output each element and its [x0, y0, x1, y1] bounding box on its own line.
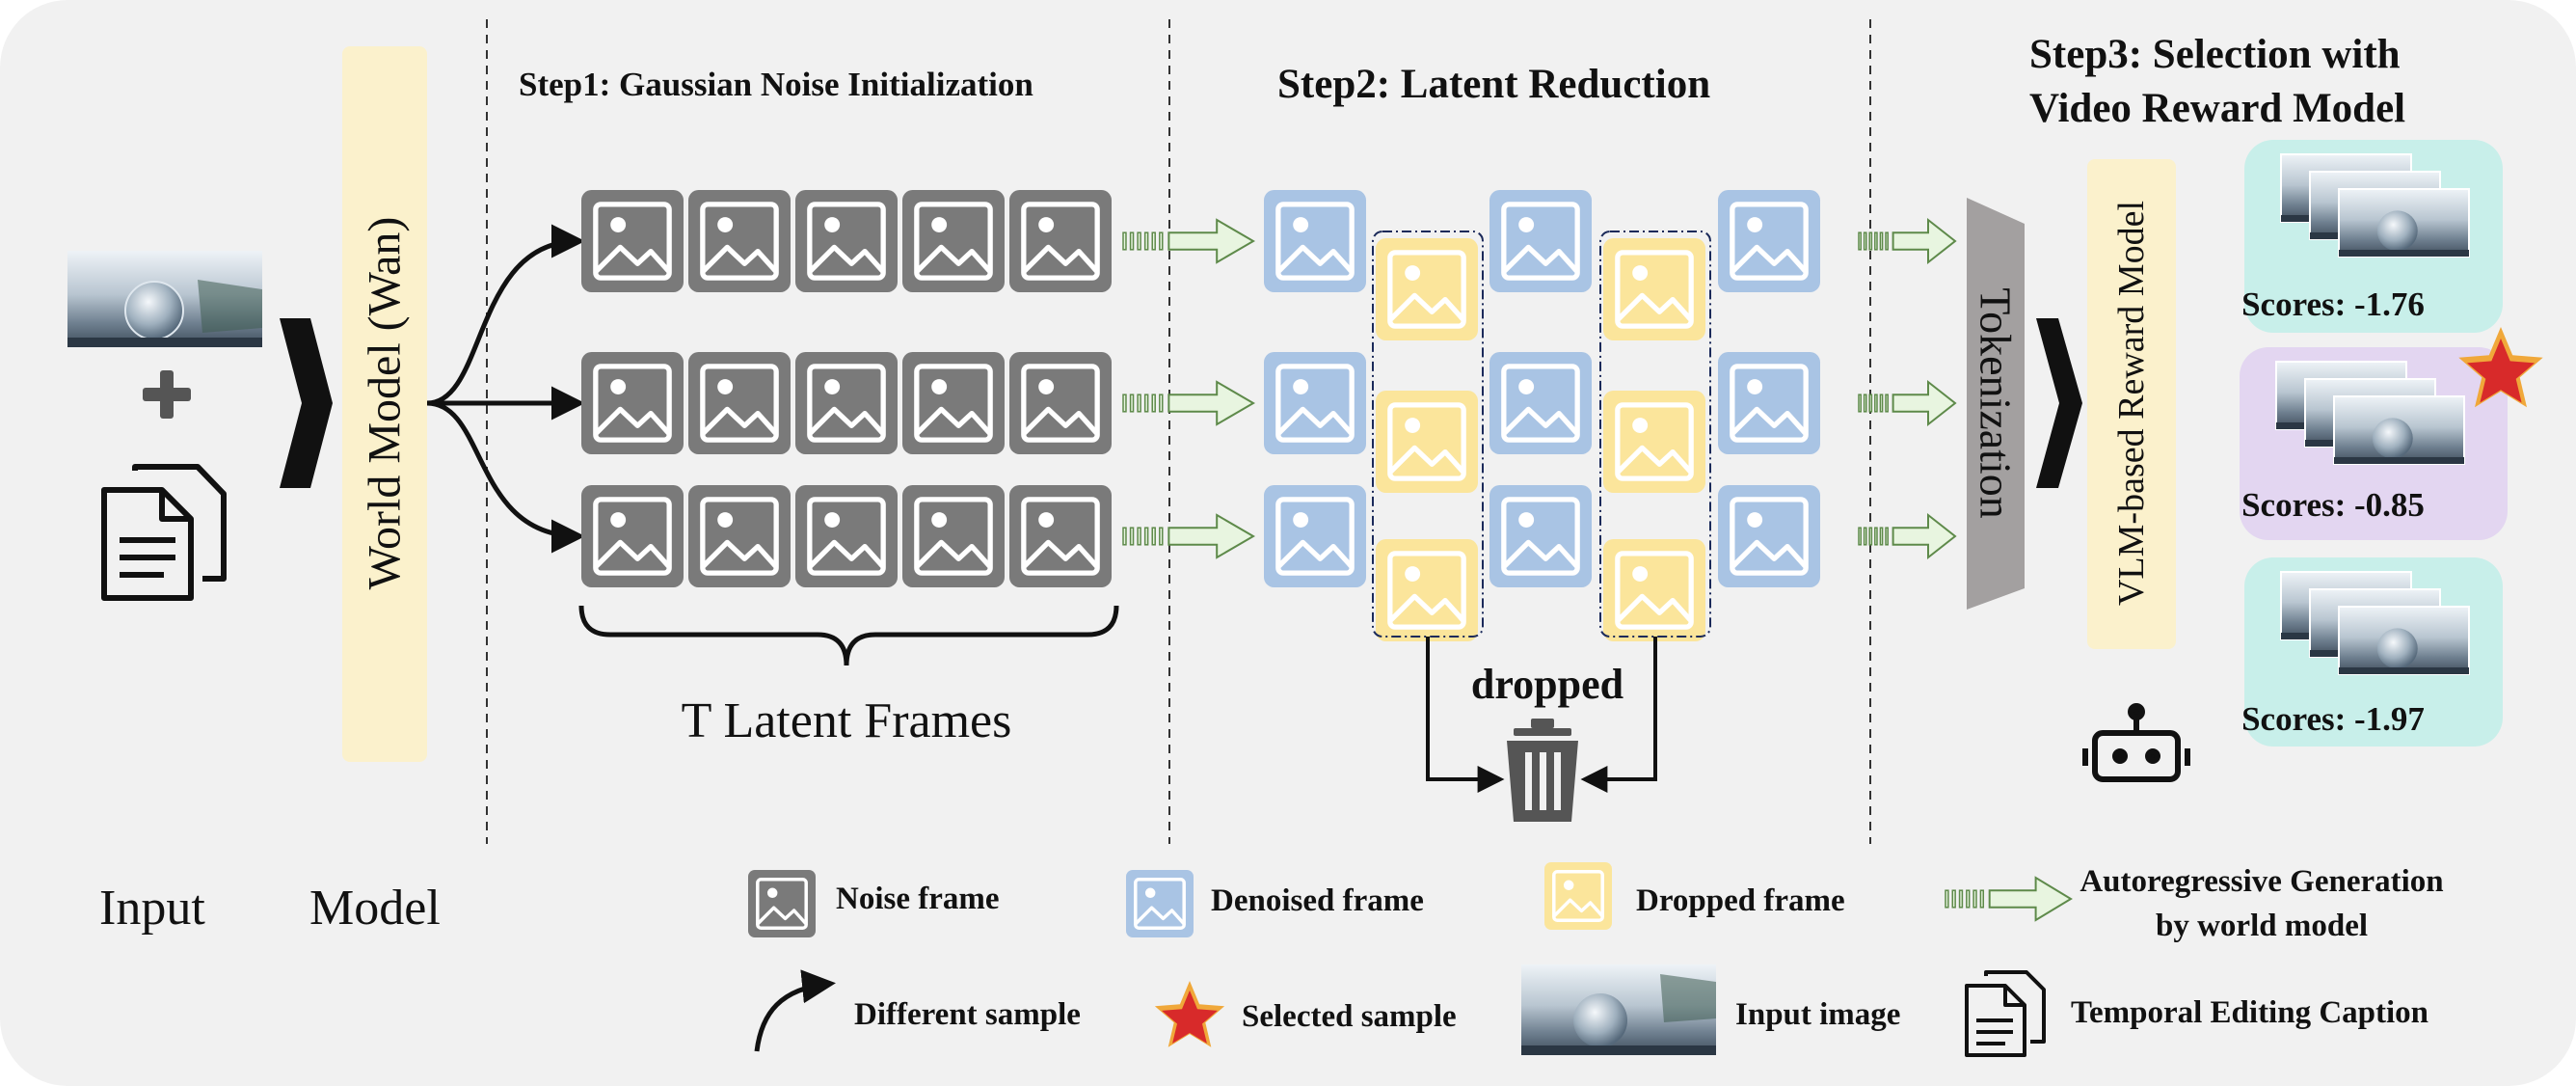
denoised-frame — [1489, 190, 1592, 292]
denoised-frame — [1718, 485, 1820, 587]
noise-frame — [581, 190, 684, 292]
autoregressive-arrow-icon — [1122, 380, 1255, 426]
reward-model-bar — [2087, 159, 2176, 649]
noise-frame — [688, 190, 791, 292]
model-column-label: Model — [309, 881, 441, 936]
dropped-frame — [1603, 539, 1705, 641]
legend-caption-label: Temporal Editing Caption — [2071, 995, 2429, 1030]
sample-card — [2240, 347, 2508, 540]
dropped-frame — [1376, 539, 1478, 641]
dropped-frame — [1376, 391, 1478, 493]
document-stack-icon — [1965, 970, 2046, 1057]
denoised-frame — [1264, 190, 1366, 292]
autoregressive-arrow-icon — [1945, 876, 2073, 922]
noise-frame — [688, 352, 791, 454]
legend-different-sample-label: Different sample — [854, 997, 1081, 1032]
legend-noise-frame-label: Noise frame — [836, 882, 1000, 916]
tokenization-label: Tokenization — [1971, 287, 2021, 519]
dropped-to-trash-arrows — [1426, 637, 1657, 793]
denoised-frame — [1718, 190, 1820, 292]
legend-noise-frame-icon — [748, 870, 816, 937]
noise-frame — [581, 485, 684, 587]
sample-score: Scores: -0.85 — [2241, 486, 2425, 524]
star-icon — [1154, 981, 1225, 1047]
step2-heading: Step2: Latent Reduction — [1277, 62, 1711, 107]
latent-frames-brace — [578, 605, 1119, 666]
dashed-separators — [486, 19, 1871, 844]
dropped-frame — [1603, 238, 1705, 340]
step1-heading: Step1: Gaussian Noise Initialization — [519, 66, 1033, 103]
document-stack-icon — [101, 464, 227, 601]
autoregressive-arrow-icon — [1858, 512, 1957, 560]
noise-frame — [1009, 190, 1112, 292]
denoised-frame — [1489, 352, 1592, 454]
legend-dropped-frame-icon — [1544, 862, 1612, 930]
noise-frame — [1009, 352, 1112, 454]
branch-arrows — [426, 224, 585, 554]
dropped-frame — [1603, 391, 1705, 493]
step3-heading-line2: Video Reward Model — [2029, 86, 2406, 131]
autoregressive-arrow-icon — [1858, 379, 1957, 427]
trash-icon — [1507, 719, 1578, 822]
tokenization-block — [1967, 198, 2025, 610]
legend-input-image-label: Input image — [1735, 997, 1901, 1032]
legend-denoised-frame-icon — [1126, 870, 1194, 937]
dropped-frame — [1376, 238, 1478, 340]
latent-frames-label: T Latent Frames — [681, 693, 1012, 748]
denoised-frame — [1718, 352, 1820, 454]
legend-input-image-icon — [1521, 964, 1716, 1055]
plus-icon — [143, 370, 191, 419]
legend-autoregressive-line2: by world model — [2155, 909, 2369, 943]
legend-selected-sample-label: Selected sample — [1242, 999, 1457, 1034]
input-image — [67, 251, 262, 347]
noise-frame — [902, 352, 1005, 454]
legend-autoregressive-line1: Autoregressive Generation — [2080, 864, 2444, 899]
sample-score: Scores: -1.76 — [2241, 285, 2425, 323]
denoised-frame — [1264, 352, 1366, 454]
dropped-column-boxes — [1372, 231, 1711, 638]
robot-icon — [2082, 703, 2190, 782]
step3-heading-line1: Step3: Selection with — [2029, 32, 2401, 77]
world-model-label: World Model (Wan) — [359, 216, 411, 590]
dropped-label: dropped — [1470, 661, 1624, 708]
noise-frame — [795, 190, 898, 292]
noise-frame — [1009, 485, 1112, 587]
autoregressive-arrow-icon — [1122, 513, 1255, 559]
legend-dropped-frame-label: Dropped frame — [1636, 883, 1845, 918]
denoised-frame — [1489, 485, 1592, 587]
noise-frame — [795, 352, 898, 454]
noise-frame — [902, 485, 1005, 587]
sample-card — [2244, 557, 2503, 747]
noise-frame — [581, 352, 684, 454]
input-column-label: Input — [99, 881, 205, 936]
noise-frame — [902, 190, 1005, 292]
autoregressive-arrow-icon — [1858, 217, 1957, 265]
sample-card — [2244, 140, 2503, 333]
noise-frame — [688, 485, 791, 587]
star-icon — [2458, 327, 2543, 408]
world-model-bar — [342, 46, 427, 762]
curved-arrow-icon — [754, 969, 836, 1052]
chevron-right-icon — [2036, 318, 2082, 488]
noise-frame — [795, 485, 898, 587]
reward-model-label: VLM-based Reward Model — [2111, 200, 2152, 607]
chevron-right-icon — [280, 318, 333, 488]
legend-denoised-frame-label: Denoised frame — [1211, 883, 1424, 918]
denoised-frame — [1264, 485, 1366, 587]
sample-score: Scores: -1.97 — [2241, 700, 2425, 738]
autoregressive-arrow-icon — [1122, 218, 1255, 264]
